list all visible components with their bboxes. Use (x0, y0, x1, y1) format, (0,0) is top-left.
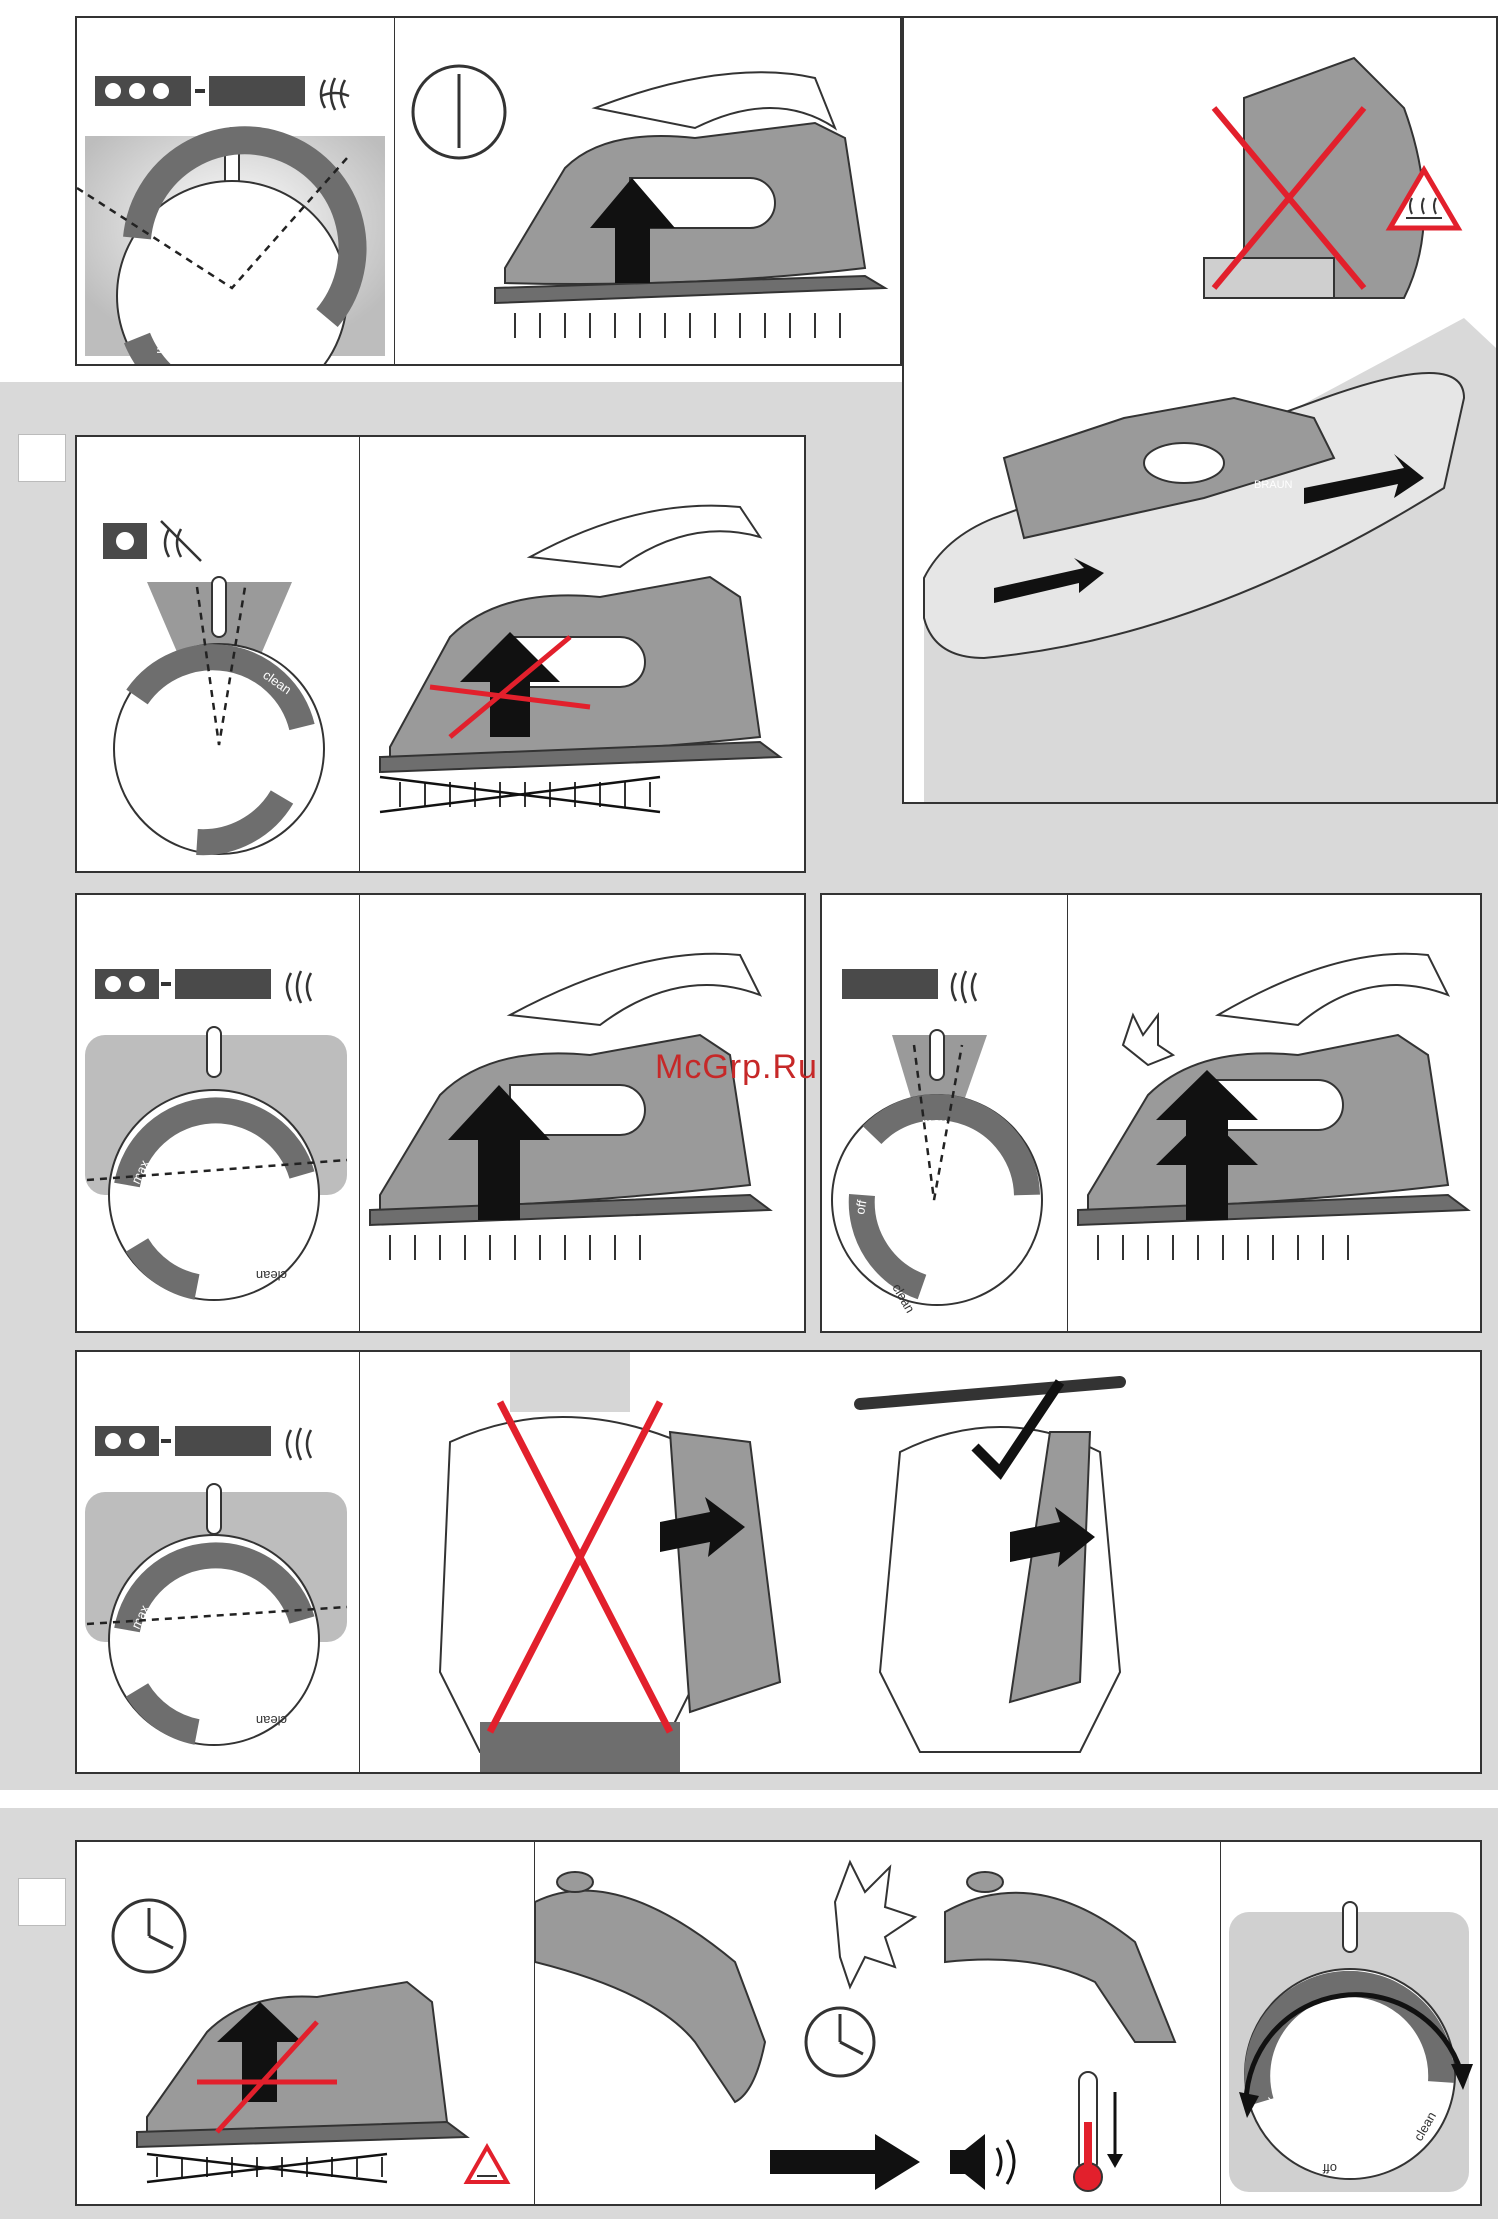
iron-steam-illustration (395, 18, 902, 364)
dial-clean-label: clean (256, 1268, 287, 1283)
cell-iron-steam (395, 18, 902, 364)
dial-off-label: off (275, 771, 292, 788)
iron-brand-text: BRAUN (1254, 479, 1293, 491)
dial-illustration: max off clean (822, 895, 1068, 1331)
cell-dial-vertical: max off clean (77, 1352, 360, 1772)
section-marker-3 (18, 1878, 66, 1926)
handle-release-illustration (535, 1842, 1221, 2204)
cell-shirt-demo (360, 1352, 1480, 1772)
cell-iron-steam-medium (360, 895, 804, 1331)
panel-steam-max: max off (75, 16, 902, 366)
cell-iron-no-steam (360, 437, 804, 871)
indicator-bar-solid (842, 969, 938, 999)
dial-clean-label: clean (256, 1713, 287, 1728)
dial-illustration: max off clean (1221, 1842, 1480, 2204)
steam-icon (287, 1428, 311, 1460)
cell-iron-shot (1068, 895, 1480, 1331)
cell-dial-max-shot: max off clean (822, 895, 1068, 1331)
clock-icon (413, 66, 505, 158)
thermometer-icon (1074, 2072, 1123, 2191)
indicator-two-dots (95, 969, 159, 999)
indicator-bar-solid (175, 1426, 271, 1456)
indicator-bar-solid (175, 969, 271, 999)
cell-dial-medium: max off clean (77, 895, 360, 1331)
ironing-board-illustration: BRAUN (904, 18, 1496, 802)
shirt-steaming-illustration (360, 1352, 1480, 1772)
dial-illustration: max off clean (77, 895, 360, 1331)
dial-illustration: clean off max (77, 437, 360, 871)
section-marker-2 (18, 434, 66, 482)
panel-vertical-steam: max off clean (75, 1350, 1482, 1774)
indicator-bar-solid (209, 76, 305, 106)
cell-dial-max: max off (77, 18, 395, 364)
steam-icon (321, 78, 349, 110)
panel-cool-down: max off clean (75, 1840, 1482, 2206)
cell-dial-low: clean off max (77, 437, 360, 871)
no-steam-icon (161, 521, 201, 561)
cell-iron-cool (77, 1842, 535, 2204)
dial-off-label: off (1322, 2161, 1337, 2176)
iron-no-steam-illustration (360, 437, 804, 871)
iron-shot-illustration (1068, 895, 1480, 1331)
iron-steam-illustration (360, 895, 804, 1331)
panel-steam-medium: max off clean (75, 893, 806, 1333)
burst-icon (1123, 1015, 1173, 1065)
panel-steam-max-shot: max off clean (820, 893, 1482, 1333)
dial-illustration: max off clean (77, 1352, 360, 1772)
watermark-text: McGrp.Ru (655, 1048, 818, 1087)
panel-ironing-board: BRAUN (902, 16, 1498, 804)
panel-no-steam: clean off max (75, 435, 806, 873)
cell-dial-off: max off clean (1221, 1842, 1480, 2204)
speaker-icon (950, 2134, 1014, 2190)
indicator-two-dots (95, 1426, 159, 1456)
steam-icon (287, 971, 311, 1003)
dial-off-label: off (852, 1199, 869, 1216)
hot-surface-warning-icon (467, 2147, 507, 2182)
clock-icon (113, 1900, 185, 1972)
burst-icon (835, 1862, 915, 1987)
iron-cool-illustration (77, 1842, 535, 2204)
dial-off-label: off (154, 340, 169, 355)
cell-handle-release (535, 1842, 1221, 2204)
clock-icon (806, 2008, 874, 2076)
arrow-right-icon (770, 2134, 920, 2190)
dial-illustration: max off (77, 18, 395, 364)
steam-icon (952, 971, 976, 1003)
hanger-rail (860, 1382, 1120, 1404)
